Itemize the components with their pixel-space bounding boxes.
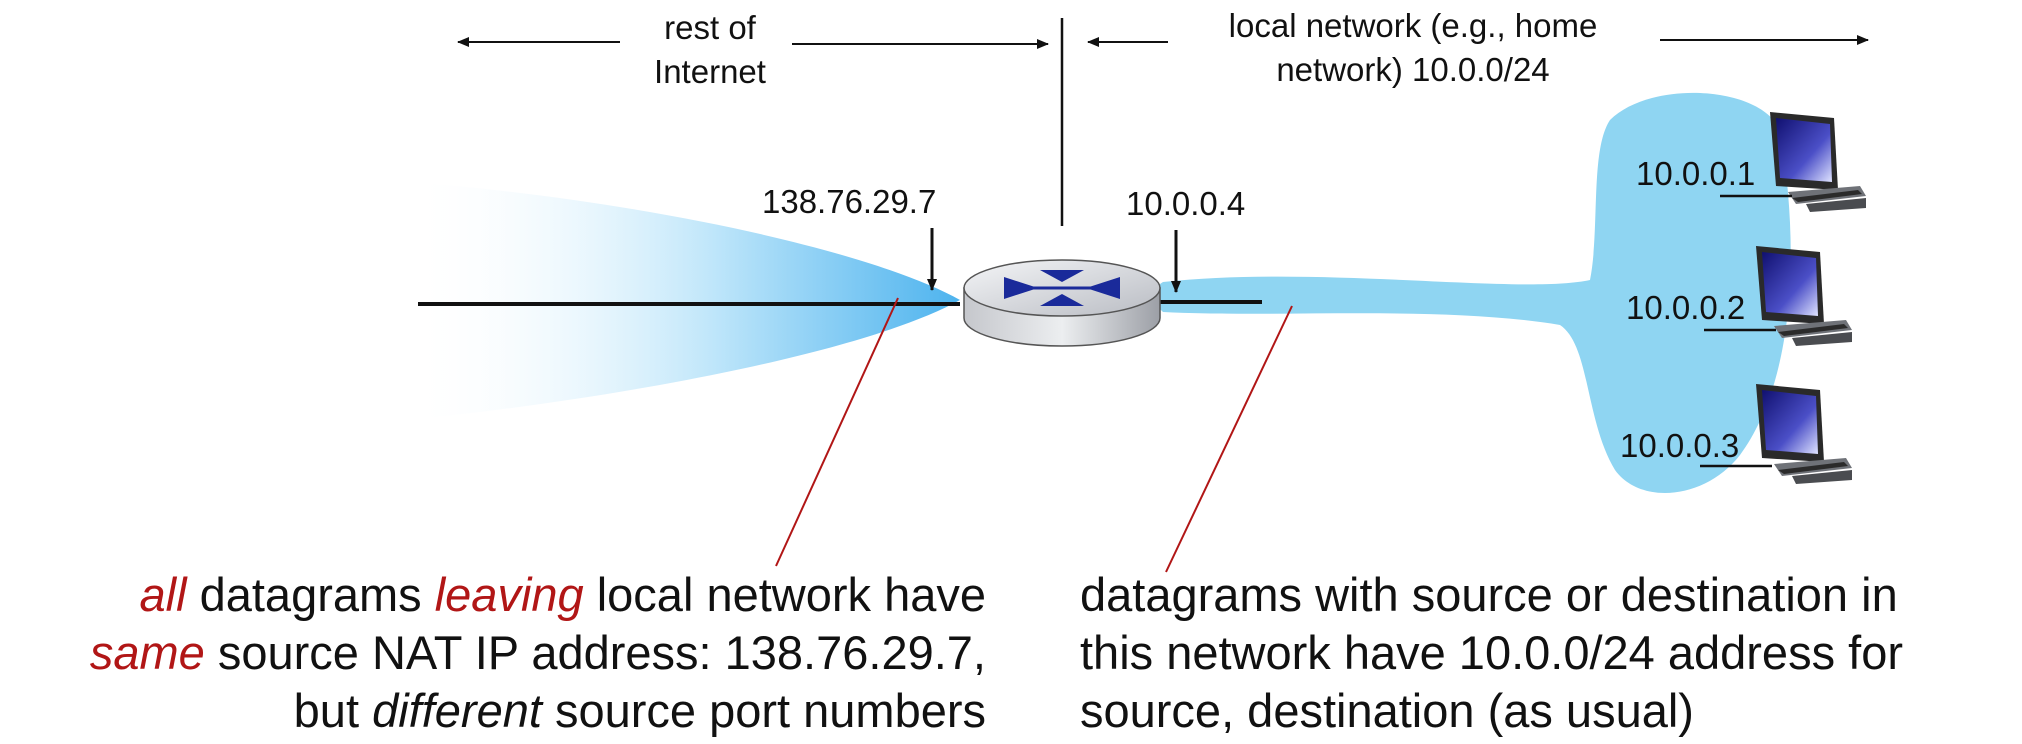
right-caption-line2: this network have 10.0.0/24 address for	[1080, 626, 1903, 679]
computer-icon	[1756, 246, 1852, 346]
right-caption: datagrams with source or destination in …	[1080, 566, 1903, 740]
emph-same: same	[89, 626, 205, 679]
computer-icon	[1756, 384, 1852, 484]
left-caption-line3: but different source port numbers	[293, 684, 986, 737]
host1-ip-label: 10.0.0.1	[1636, 155, 1756, 192]
internet-label: rest of Internet	[600, 6, 820, 94]
local-network-label-line2: network) 10.0.0/24	[1276, 51, 1550, 88]
left-caption-line2: same source NAT IP address: 138.76.29.7,	[89, 626, 986, 679]
local-network-label: local network (e.g., home network) 10.0.…	[1168, 4, 1658, 92]
right-caption-line1: datagrams with source or destination in	[1080, 568, 1898, 621]
local-network-cloud	[1153, 92, 1791, 493]
host3-ip-label: 10.0.0.3	[1620, 427, 1740, 464]
nat-router-icon	[963, 259, 1161, 347]
internet-label-line1: rest of	[664, 9, 756, 46]
computer-icon	[1770, 112, 1866, 212]
left-caption-line1: all datagrams leaving local network have	[139, 568, 987, 621]
wan-ip-label: 138.76.29.7	[762, 183, 937, 220]
host2-ip-label: 10.0.0.2	[1626, 289, 1746, 326]
emph-leaving: leaving	[434, 568, 584, 621]
callout-line-left	[775, 297, 899, 567]
internet-wedge	[410, 182, 960, 420]
right-caption-line3: source, destination (as usual)	[1080, 684, 1694, 737]
internet-label-line2: Internet	[654, 53, 766, 90]
emph-different: different	[372, 684, 542, 737]
left-caption: all datagrams leaving local network have…	[20, 566, 986, 740]
lan-ip-label: 10.0.0.4	[1126, 185, 1246, 222]
emph-all: all	[139, 568, 187, 621]
callout-line-right	[1165, 305, 1293, 573]
local-network-label-line1: local network (e.g., home	[1228, 7, 1598, 44]
